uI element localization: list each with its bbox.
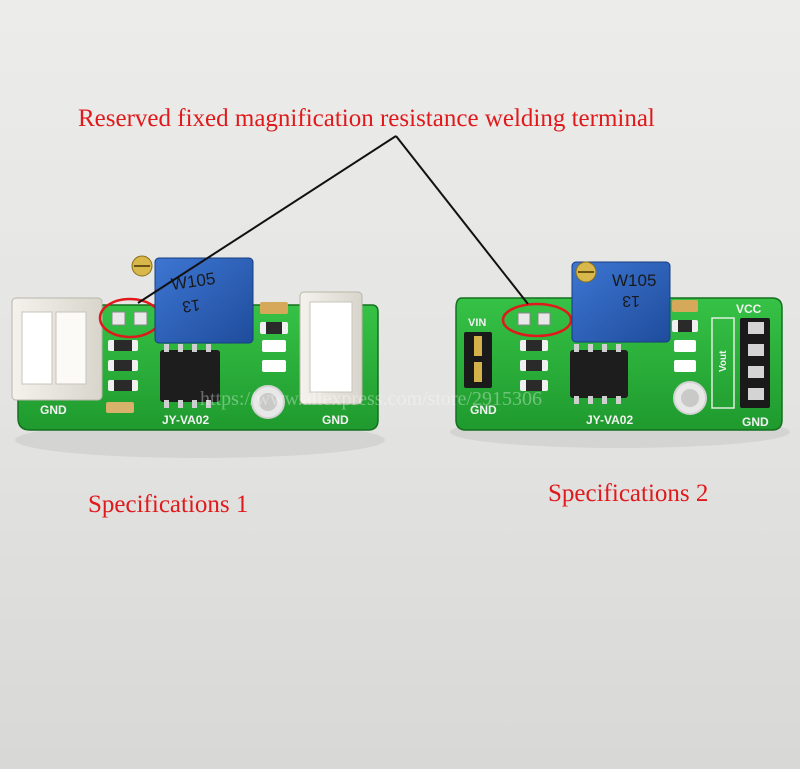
reserved-pad <box>111 311 126 326</box>
smd-resistors <box>520 340 548 391</box>
reserved-pad <box>133 311 148 326</box>
board-2: W105 13 VIN GND JY-VA02 VCC Vout GND <box>455 261 783 431</box>
potentiometer <box>154 257 254 344</box>
potentiometer <box>571 261 671 343</box>
gnd-label-left: GND <box>470 403 497 417</box>
smd-capacitors <box>260 302 288 372</box>
board-shadow <box>15 422 385 458</box>
spec2-caption: Specifications 2 <box>548 480 709 507</box>
pot-value: 13 <box>181 295 201 314</box>
gnd-label-right: GND <box>742 415 769 429</box>
pot-value: 13 <box>622 292 640 309</box>
annotation-title: Reserved fixed magnification resistance … <box>78 105 655 132</box>
model-label: JY-VA02 <box>162 413 209 427</box>
watermark: https://www.aliexpress.com/store/2915306 <box>200 388 542 410</box>
smd-resistors <box>106 340 138 413</box>
pot-code: W105 <box>612 271 656 290</box>
spec1-caption: Specifications 1 <box>88 491 249 518</box>
vout-label: Vout <box>718 350 729 372</box>
vin-label: VIN <box>468 317 486 329</box>
pin-header-left <box>464 332 492 388</box>
ic-chip <box>160 350 220 402</box>
gnd-label-right: GND <box>322 413 349 427</box>
pointer-line-left <box>137 135 397 304</box>
highlight-circle-2 <box>501 302 573 338</box>
ic-chip <box>570 350 628 398</box>
pin-header-right <box>740 318 770 408</box>
gnd-label-left: GND <box>40 403 67 417</box>
pointer-line-right <box>395 135 529 305</box>
model-label: JY-VA02 <box>586 413 633 427</box>
smd-capacitors <box>672 300 698 372</box>
reserved-pad <box>517 312 531 326</box>
board-1: W105 13 GND JY-VA02 GND <box>11 255 379 431</box>
reserved-pad <box>537 312 551 326</box>
vcc-label: VCC <box>736 302 762 316</box>
